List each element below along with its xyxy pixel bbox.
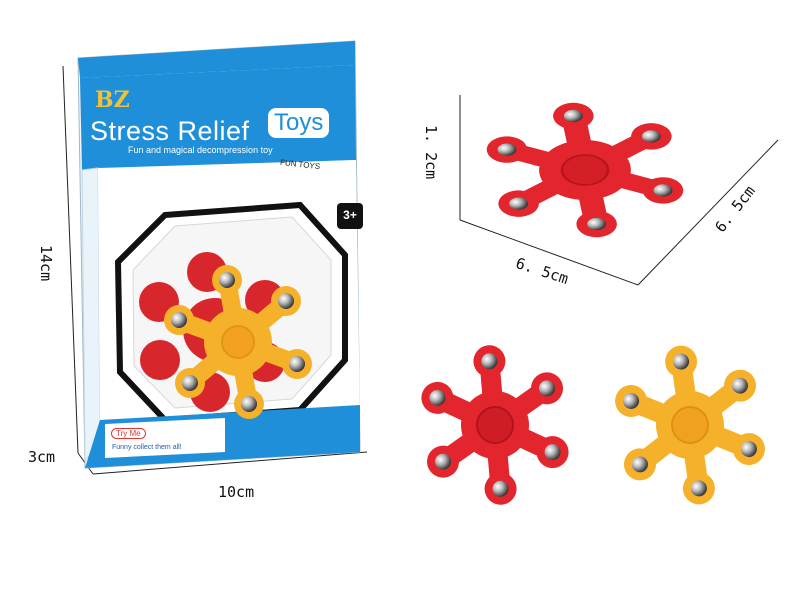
spinner-thickness-label: 1. 2cm xyxy=(422,125,440,180)
package-tagline: Fun and magical decompression toy xyxy=(128,145,273,155)
try-me-label: Try Me xyxy=(111,428,146,439)
box-height-label: 14cm xyxy=(37,245,55,282)
yellow-spinner xyxy=(615,345,765,505)
tilted-red-spinner xyxy=(486,102,684,238)
boxed-yellow-spinner xyxy=(164,265,312,419)
package-title: Stress Relief xyxy=(90,116,250,146)
box-depth-label: 3cm xyxy=(28,448,56,466)
package-title-toys: Toys xyxy=(268,108,330,138)
box-width-label: 10cm xyxy=(218,483,255,501)
age-badge: 3+ xyxy=(337,203,363,229)
spinner-dimension-lines xyxy=(459,95,779,286)
brand-logo: BZ xyxy=(95,87,130,113)
red-spinner xyxy=(421,345,569,505)
collect-text: Funny collect them all! xyxy=(112,444,182,451)
